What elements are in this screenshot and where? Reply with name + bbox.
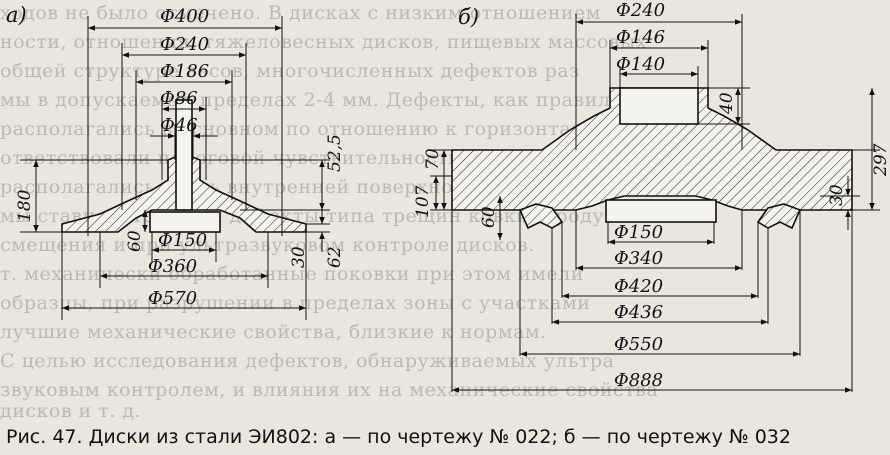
panel-b-dim-d150: Φ150 xyxy=(614,222,663,243)
figure-caption: Рис. 47. Диски из стали ЭИ802: а — по че… xyxy=(4,426,890,448)
panel-b-dim-h107: 107 xyxy=(413,185,433,218)
background-text-line: ходов не было отмечено. В дисках с низки… xyxy=(0,2,602,24)
panel-b-dim-d146: Φ146 xyxy=(616,27,665,48)
panel-b-rim-left xyxy=(518,203,564,230)
background-text-line: ности, отношения, тяжеловесных дисков, п… xyxy=(0,31,647,53)
panel-b-rim-right xyxy=(756,203,802,230)
panel-b-dim-h40: 40 xyxy=(717,92,737,115)
panel-a-dim-d570: Φ570 xyxy=(148,288,197,309)
panel-a-dim-h62: 62 xyxy=(325,246,345,268)
background-text-line: звуковым контролем, и влияния их на меха… xyxy=(0,379,659,401)
panel-a-dim-d186: Φ186 xyxy=(160,61,209,82)
panel-a-label: а) xyxy=(6,3,27,27)
background-text-line: дисков и т. д. xyxy=(0,400,142,422)
panel-b-bore xyxy=(605,199,717,223)
panel-b-dim-h30: 30 xyxy=(827,184,847,206)
panel-b-dim-d550: Φ550 xyxy=(614,334,663,355)
panel-b-dim-d420: Φ420 xyxy=(614,276,663,297)
technical-drawing: а) xyxy=(6,0,890,393)
panel-b-hub-slot xyxy=(619,87,699,125)
panel-b-extension-lines xyxy=(430,14,880,392)
panel-b-label: б) xyxy=(458,5,479,29)
panel-b-dim-d888: Φ888 xyxy=(614,370,663,391)
panel-a-dim-d240: Φ240 xyxy=(160,34,209,55)
panel-a-shaft xyxy=(175,99,193,211)
panel-a-hub-window xyxy=(149,211,221,233)
panel-b-dim-h60: 60 xyxy=(479,206,499,228)
panel-a-drawing: а) xyxy=(6,3,345,320)
panel-b-dimension-lines xyxy=(433,19,875,393)
panel-b-dim-d140: Φ140 xyxy=(616,54,665,75)
panel-a-dim-d46: Φ46 xyxy=(160,115,198,136)
background-text-line: мы в допускаемых пределах 2-4 мм. Дефект… xyxy=(0,89,629,111)
background-text-line: С целью исследования дефектов, обнаружив… xyxy=(0,350,615,372)
panel-a-dim-h60: 60 xyxy=(125,230,145,252)
panel-b-dim-h70: 70 xyxy=(423,148,443,170)
panel-b-dim-d340: Φ340 xyxy=(614,248,663,269)
background-text-line: общей структуре весов, многочисленных де… xyxy=(0,60,580,82)
panel-a-dim-d400: Φ400 xyxy=(160,6,209,27)
panel-b-drawing: б) xyxy=(413,0,890,393)
background-text-line: располагались в основном по отношению к … xyxy=(0,118,647,140)
background-text-line: смещения и при ультразвуковом контроле д… xyxy=(0,234,535,256)
panel-a-dim-d86: Φ86 xyxy=(160,88,198,109)
panel-a-dim-h30: 30 xyxy=(289,246,309,268)
panel-a-dim-d150: Φ150 xyxy=(158,230,207,251)
panel-a-dim-h525: 52,5 xyxy=(325,134,345,172)
background-text-line: т. механически обработанные поковки при … xyxy=(0,263,584,285)
panel-a-dim-h180: 180 xyxy=(15,189,35,222)
panel-b-dim-h297: 297 xyxy=(871,143,890,177)
panel-b-dim-d436: Φ436 xyxy=(614,302,663,323)
panel-a-dimension-lines xyxy=(33,25,325,311)
background-text-line: лучшие механические свойства, близкие к … xyxy=(0,321,547,343)
panel-a-dim-d360: Φ360 xyxy=(148,256,197,277)
panel-b-dim-d240: Φ240 xyxy=(616,0,665,21)
